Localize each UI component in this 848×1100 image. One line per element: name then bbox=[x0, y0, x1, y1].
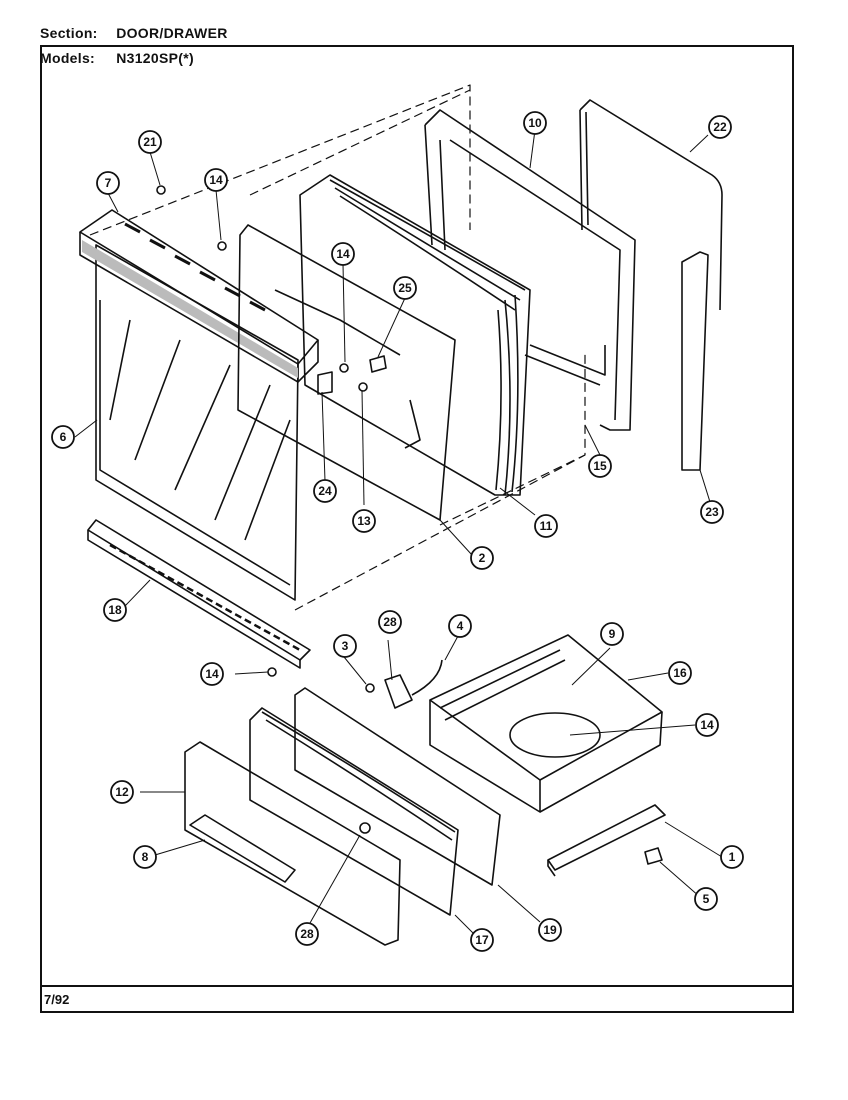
callout-22: 22 bbox=[713, 120, 727, 134]
callout-21: 21 bbox=[143, 135, 157, 149]
models-value: N3120SP(*) bbox=[116, 50, 194, 66]
drawer-outer-panel bbox=[184, 741, 401, 946]
callout-14a: 14 bbox=[209, 173, 223, 187]
drawer-slide-rail bbox=[547, 804, 666, 877]
drawer-roller bbox=[644, 847, 663, 865]
side-trim-strip bbox=[681, 251, 709, 471]
drawer-insulation bbox=[249, 707, 459, 916]
callout-13: 13 bbox=[357, 514, 371, 528]
callout-14b: 14 bbox=[336, 247, 350, 261]
drawer-front-panel bbox=[294, 687, 501, 886]
callout-1: 1 bbox=[729, 850, 736, 864]
callout-3: 3 bbox=[342, 639, 349, 653]
drawer-body bbox=[429, 634, 663, 813]
callout-19: 19 bbox=[543, 923, 557, 937]
door-hardware bbox=[156, 185, 387, 677]
latch-bracket bbox=[365, 659, 443, 709]
callout-9: 9 bbox=[609, 627, 616, 641]
assembly-outline bbox=[89, 84, 586, 611]
models-line: Models: N3120SP(*) bbox=[40, 50, 194, 66]
door-glass-panel bbox=[95, 244, 299, 601]
section-value: DOOR/DRAWER bbox=[116, 25, 228, 41]
callout-11: 11 bbox=[540, 519, 553, 533]
callout-25: 25 bbox=[398, 281, 412, 295]
door-gasket bbox=[579, 99, 723, 311]
callout-16: 16 bbox=[673, 666, 687, 680]
callout-5: 5 bbox=[703, 892, 710, 906]
callout-14d: 14 bbox=[700, 718, 714, 732]
callout-6: 6 bbox=[60, 430, 67, 444]
callout-12: 12 bbox=[115, 785, 129, 799]
footer-strip bbox=[40, 987, 794, 1013]
callout-23: 23 bbox=[705, 505, 719, 519]
door-insulation bbox=[299, 174, 531, 496]
callout-17: 17 bbox=[475, 933, 489, 947]
section-key: Section: bbox=[40, 25, 98, 41]
callout-2: 2 bbox=[479, 551, 486, 565]
callout-28b: 28 bbox=[300, 927, 314, 941]
leader-lines bbox=[74, 129, 723, 941]
callout-10: 10 bbox=[528, 116, 542, 130]
callout-15: 15 bbox=[593, 459, 607, 473]
drawer-handle bbox=[189, 814, 296, 883]
callout-4: 4 bbox=[457, 619, 464, 633]
door-bottom-trim bbox=[87, 519, 311, 669]
door-top-trim bbox=[79, 209, 319, 383]
inner-door-panel bbox=[237, 224, 456, 521]
diagram-frame bbox=[40, 45, 794, 987]
models-key: Models: bbox=[40, 50, 95, 66]
section-line: Section: DOOR/DRAWER bbox=[40, 25, 228, 41]
date-code: 7/92 bbox=[44, 992, 70, 1007]
callout-8: 8 bbox=[142, 850, 149, 864]
callout-24: 24 bbox=[318, 484, 332, 498]
callout-28a: 28 bbox=[383, 615, 397, 629]
callout-14c: 14 bbox=[205, 667, 219, 681]
callout-18: 18 bbox=[108, 603, 122, 617]
door-frame bbox=[424, 109, 636, 431]
callout-7: 7 bbox=[105, 176, 112, 190]
callout-bubbles: 21 7 14 14 25 10 22 6 24 13 2 11 15 23 1… bbox=[51, 111, 744, 952]
